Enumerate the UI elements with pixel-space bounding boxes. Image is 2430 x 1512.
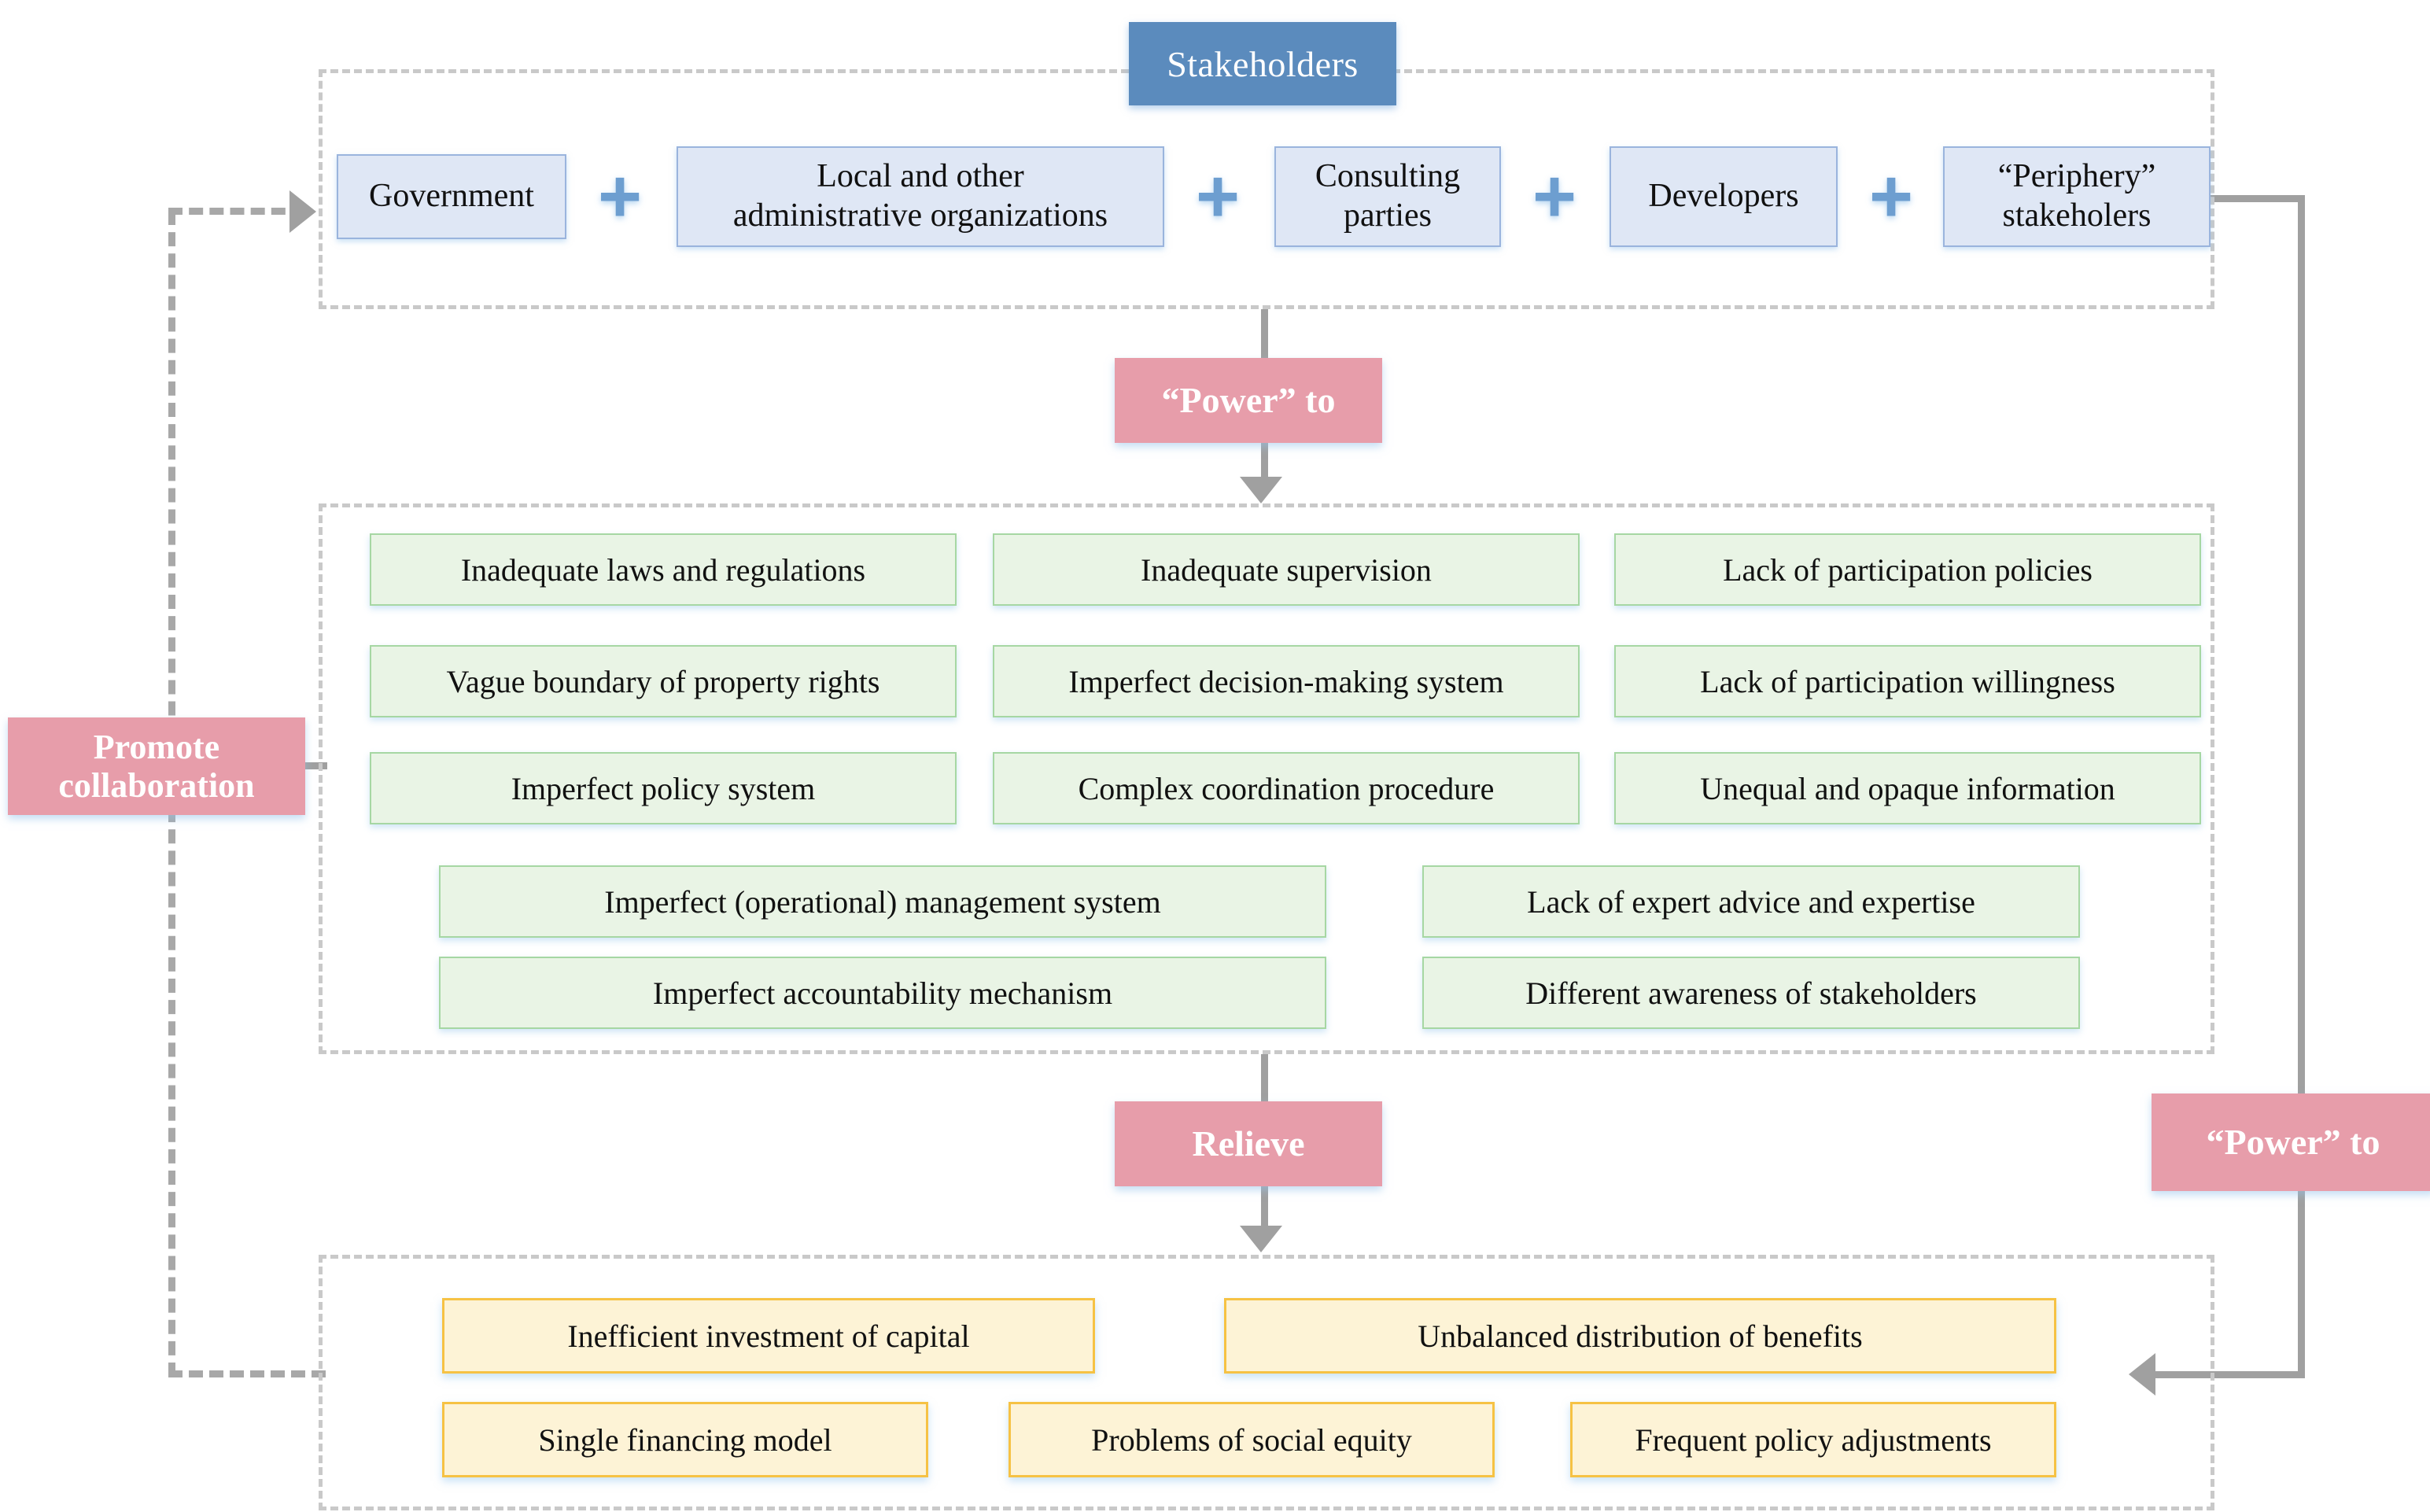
problem-label: Inadequate laws and regulations [460,551,866,588]
left-feedback-arrowhead-icon [289,190,316,233]
consequence-box[interactable]: Frequent policy adjustments [1570,1402,2056,1477]
consequence-label: Problems of social equity [1091,1422,1412,1458]
problem-box[interactable]: Inadequate laws and regulations [370,533,957,606]
problem-box[interactable]: Inadequate supervision [993,533,1580,606]
problem-label: Lack of expert advice and expertise [1527,883,1975,920]
top-connector-arrowhead-icon [1240,477,1282,503]
promote-collab-connector [304,762,327,769]
problem-box[interactable]: Imperfect accountability mechanism [439,957,1326,1029]
power-to-label-top: “Power” to [1115,358,1382,443]
problem-label: Inadequate supervision [1141,551,1432,588]
stakeholders-title-chip: Stakeholders [1129,22,1396,105]
consequence-box[interactable]: Single financing model [442,1402,928,1477]
stakeholder-box-periphery[interactable]: “Periphery” stakeholers [1943,146,2211,247]
consequence-box[interactable]: Problems of social equity [1009,1402,1495,1477]
right-loop-bottom-line [2155,1371,2305,1378]
right-loop-vertical-line [2298,195,2305,1375]
consequence-box[interactable]: Unbalanced distribution of benefits [1224,1298,2056,1374]
problem-label: Vague boundary of property rights [446,663,880,699]
consequence-label: Single financing model [538,1422,832,1458]
problem-box[interactable]: Imperfect policy system [370,752,957,824]
promote-collaboration-label: Promote collaboration [8,717,305,815]
right-loop-arrowhead-icon [2129,1353,2155,1396]
problem-label: Imperfect policy system [511,770,816,806]
stakeholder-label: Local and other administrative organizat… [732,158,1108,234]
problem-box[interactable]: Lack of participation willingness [1614,645,2201,717]
right-loop-top-line [2209,195,2305,202]
consequence-label: Inefficient investment of capital [567,1318,970,1354]
problem-box[interactable]: Unequal and opaque information [1614,752,2201,824]
problem-label: Imperfect decision-making system [1068,663,1504,699]
stakeholder-box-local-admin[interactable]: Local and other administrative organizat… [677,146,1164,247]
plus-sign-icon-3: + [1532,154,1577,238]
problem-label: Lack of participation policies [1723,551,2093,588]
mid-connector-upper [1261,1054,1268,1103]
problem-box[interactable]: Complex coordination procedure [993,752,1580,824]
problem-box[interactable]: Lack of expert advice and expertise [1422,865,2080,938]
problem-box[interactable]: Lack of participation policies [1614,533,2201,606]
relieve-label: Relieve [1115,1101,1382,1186]
power-to-label-right: “Power” to [2152,1093,2430,1191]
problem-box[interactable]: Different awareness of stakeholders [1422,957,2080,1029]
consequence-label: Unbalanced distribution of benefits [1418,1318,1863,1354]
problems-section [319,503,2214,1054]
problem-box[interactable]: Imperfect decision-making system [993,645,1580,717]
problem-box[interactable]: Vague boundary of property rights [370,645,957,717]
consequence-box[interactable]: Inefficient investment of capital [442,1298,1095,1374]
left-feedback-top-line [168,208,306,215]
stakeholder-box-consulting[interactable]: Consulting parties [1274,146,1501,247]
problem-box[interactable]: Imperfect (operational) management syste… [439,865,1326,938]
consequences-section [319,1255,2214,1510]
plus-sign-icon-1: + [597,154,643,238]
plus-sign-icon-4: + [1868,154,1914,238]
mid-connector-arrowhead-icon [1240,1226,1282,1252]
top-connector-lower [1261,442,1268,481]
left-feedback-bottom-line [168,1370,326,1377]
stakeholder-box-government[interactable]: Government [337,154,566,239]
stakeholder-label: “Periphery” stakeholers [1997,158,2156,234]
problem-label: Lack of participation willingness [1700,663,2115,699]
problem-label: Unequal and opaque information [1700,770,2115,806]
problem-label: Complex coordination procedure [1078,770,1495,806]
stakeholder-label: Developers [1648,178,1799,215]
stakeholder-label: Government [369,178,534,215]
problem-label: Imperfect (operational) management syste… [604,883,1161,920]
problem-label: Different awareness of stakeholders [1525,975,1977,1011]
mid-connector-lower [1261,1186,1268,1226]
stakeholder-label: Consulting parties [1315,158,1461,234]
top-connector-upper [1261,309,1268,360]
problem-label: Imperfect accountability mechanism [652,975,1113,1011]
stakeholder-box-developers[interactable]: Developers [1610,146,1838,247]
consequence-label: Frequent policy adjustments [1635,1422,1992,1458]
plus-sign-icon-2: + [1195,154,1241,238]
